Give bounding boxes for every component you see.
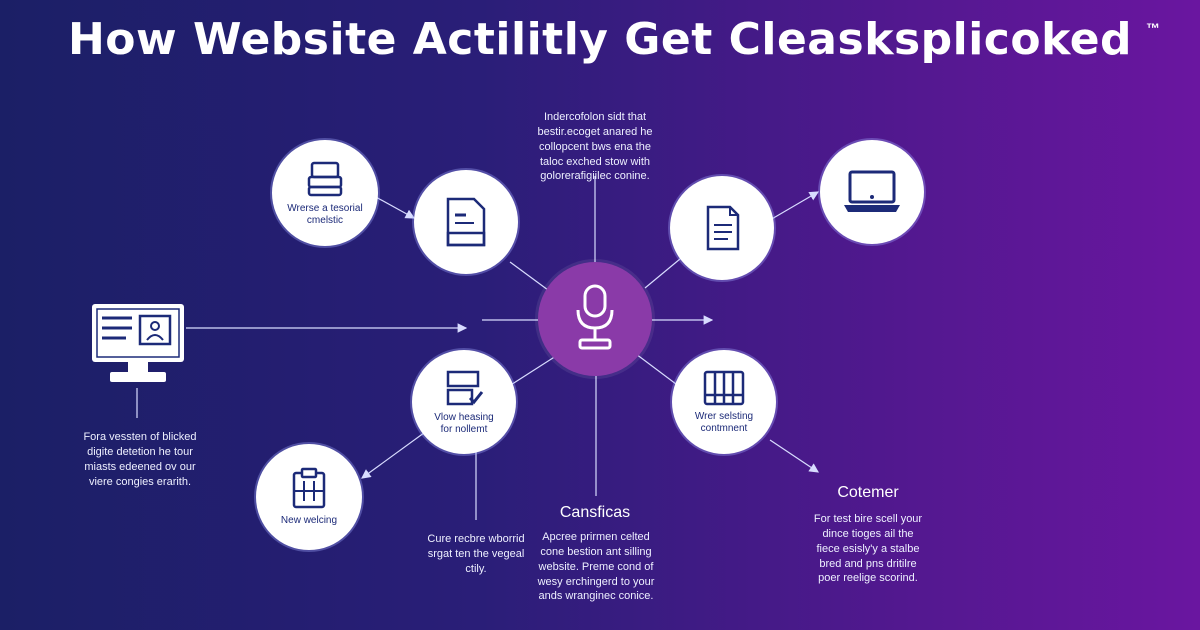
wire-n3-n4 — [769, 191, 820, 221]
node-server-rack-label: Wrer selsting contmnent — [694, 410, 754, 435]
node-file-card — [414, 170, 518, 274]
stack-icon — [307, 161, 343, 196]
node-laptop — [820, 140, 924, 244]
trademark-mark: ™ — [1146, 20, 1160, 36]
node-tutorial-label: Wrerse a tesorial cmelstic — [287, 202, 363, 227]
file-card-icon — [446, 197, 486, 247]
node-clipboard-label: New welcing — [280, 514, 338, 526]
clipboard-icon — [292, 467, 326, 508]
heading-bottom-center: Cansficas — [559, 504, 631, 521]
text-left: Fora vessten of blicked digite detetion … — [83, 431, 197, 488]
laptop-icon — [844, 170, 900, 212]
text-right: For test bire scell your dince tioges ai… — [813, 513, 923, 585]
node-clipboard: New welcing — [256, 444, 362, 550]
microphone-icon — [576, 284, 614, 350]
node-tutorial: Wrerse a tesorial cmelstic — [272, 140, 378, 246]
server-rack-icon — [703, 370, 745, 405]
node-document — [670, 176, 774, 280]
page-title: How Website Actilitly Get Cleasksplicoke… — [67, 14, 1133, 65]
wire-n6-n8 — [361, 429, 429, 479]
node-checklist: Vlow heasing for nollemt — [412, 350, 516, 454]
wire-n1 — [373, 195, 416, 219]
document-icon — [706, 205, 740, 251]
wire-hub-n6 — [505, 355, 557, 389]
wire-n7-right — [769, 439, 819, 473]
wire-hub-n3 — [644, 253, 687, 289]
text-top: Indercofolon sidt that bestir.ecoget ana… — [537, 111, 653, 183]
text-bottom-left: Cure recbre wborrid srgat ten the vegeal… — [427, 533, 525, 575]
wire-n2-hub — [509, 261, 549, 291]
checklist-icon — [446, 370, 484, 405]
node-monitor-profile — [90, 302, 186, 391]
node-server-rack: Wrer selsting contmnent — [672, 350, 776, 454]
hub-microphone — [538, 262, 652, 376]
text-bottom-center: Apcree prirmen celted cone bestion ant s… — [537, 531, 655, 603]
heading-right: Cotemer — [837, 484, 899, 501]
node-checklist-label: Vlow heasing for nollemt — [434, 411, 494, 436]
monitor-profile-icon — [92, 304, 184, 382]
